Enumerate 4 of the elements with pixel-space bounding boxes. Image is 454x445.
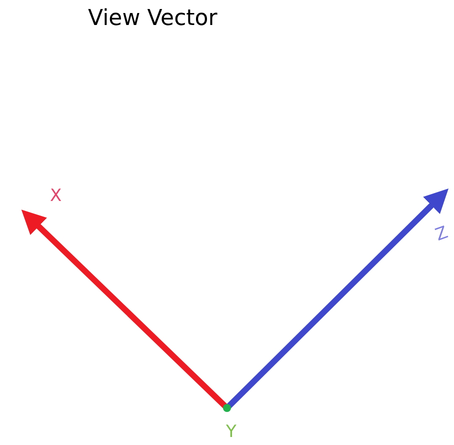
axis-label: X [50, 186, 62, 206]
axis-label: Z [432, 222, 451, 246]
axis-label: Y [226, 422, 236, 442]
title: View Vector [88, 6, 218, 31]
